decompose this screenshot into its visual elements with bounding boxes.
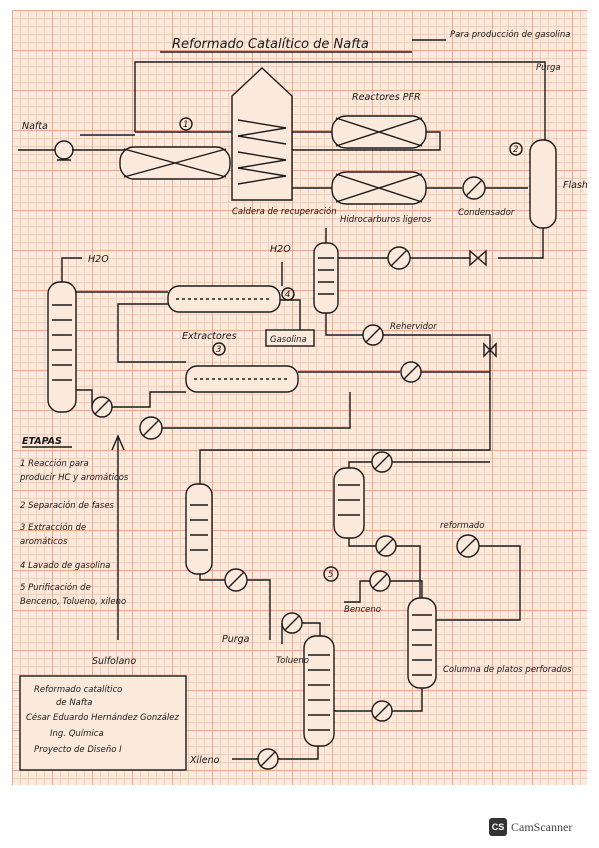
svg-text:aromáticos: aromáticos <box>20 537 68 547</box>
feed-label: Nafta <box>22 121 48 132</box>
feed-pump <box>54 140 74 160</box>
svg-text:de Nafta: de Nafta <box>56 698 92 708</box>
svg-text:3 Extracción de: 3 Extracción de <box>20 522 86 533</box>
grid-paper-sheet <box>12 10 587 785</box>
info-box <box>19 675 187 771</box>
toluene-label: Tolueno <box>276 656 309 666</box>
water-label: H2O <box>88 254 109 265</box>
recovery-column <box>333 467 365 539</box>
camscanner-text: CamScanner <box>511 819 573 834</box>
recycle-line <box>134 61 546 140</box>
svg-text:5: 5 <box>328 570 333 580</box>
toluene-column <box>303 635 335 747</box>
stripper-column <box>185 483 213 575</box>
svg-text:Ing. Química: Ing. Química <box>50 729 104 739</box>
condenser-label: Condensador <box>458 208 515 218</box>
svg-text:2 Separación de fases: 2 Separación de fases <box>20 500 115 511</box>
stages-list: 1 Reacción para producir HC y aromáticos… <box>19 458 129 607</box>
svg-text:1 Reacción para: 1 Reacción para <box>20 458 89 469</box>
extractors-label: Extractores <box>182 331 237 342</box>
gasoline-label: Gasolina <box>270 335 307 345</box>
water-wash-column <box>47 281 77 413</box>
stabilizer-column <box>313 242 339 314</box>
benzene-label: Benceno <box>344 605 381 615</box>
camscanner-watermark: CS CamScanner <box>489 817 572 837</box>
column-label-1: Columna de platos perforados <box>443 665 572 675</box>
svg-text:Proyecto de Diseño I: Proyecto de Diseño I <box>34 745 122 755</box>
flash-valve <box>469 249 487 267</box>
svg-text:1: 1 <box>183 120 188 130</box>
sulfolane-label: Sulfolano <box>92 656 136 667</box>
svg-text:4 Lavado de gasolina: 4 Lavado de gasolina <box>20 561 110 571</box>
svg-text:4: 4 <box>285 290 290 300</box>
camscanner-logo-icon: CS <box>489 818 507 836</box>
svg-text:5 Purificación de: 5 Purificación de <box>20 582 91 593</box>
purge-bottom-label: Purga <box>222 634 250 645</box>
svg-text:3: 3 <box>216 345 221 355</box>
reformate-valve <box>483 342 497 358</box>
svg-text:producir HC y aromáticos: producir HC y aromáticos <box>19 473 129 483</box>
purge-top-label: Purga <box>536 63 561 73</box>
gasoline-box <box>265 329 315 347</box>
xylene-label: Xileno <box>189 755 220 766</box>
svg-text:Benceno, Tolueno, xileno: Benceno, Tolueno, xileno <box>20 597 126 607</box>
reactors-label: Reactores PFR <box>352 92 421 103</box>
light-hc-label: Hidrocarburos ligeros <box>340 215 432 225</box>
sulfolane-line <box>111 434 125 640</box>
water2-label: H2O <box>270 244 291 255</box>
reboiler-label: Rehervidor <box>390 322 437 332</box>
stage-marks: 1 2 3 4 5 <box>179 117 523 582</box>
reformate-label: reformado <box>440 521 485 531</box>
flash-label: Flash <box>563 180 588 191</box>
diagram-title: Reformado Catalítico de Nafta <box>172 37 369 52</box>
top-note: Para producción de gasolina <box>450 29 571 40</box>
boiler-label: Caldera de recuperación <box>232 206 337 217</box>
svg-text:Reformado catalítico: Reformado catalítico <box>34 685 122 695</box>
info-box-lines: Reformado catalítico de Nafta César Edua… <box>26 685 179 755</box>
svg-text:2: 2 <box>513 145 518 155</box>
stages-title: ETAPAS <box>22 436 62 447</box>
svg-text:César Eduardo Hernández Gonzál: César Eduardo Hernández González <box>26 712 179 723</box>
flash-drum <box>529 139 557 229</box>
